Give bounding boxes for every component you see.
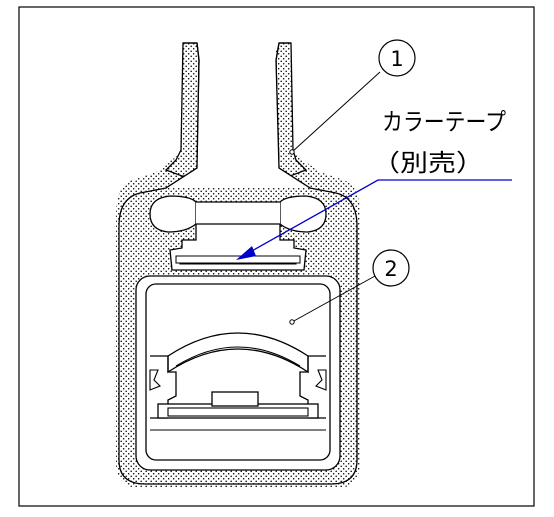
tape-label-line2: （別売）: [372, 149, 484, 177]
tape-leader: [249, 179, 512, 253]
center-channel: [196, 202, 280, 224]
finger-gap: [166, 43, 310, 188]
left-notch: [149, 369, 161, 391]
right-finger-edge: [275, 42, 311, 189]
leader-1-dot: [289, 149, 295, 155]
leader-1: [291, 71, 381, 153]
leader-2: [291, 275, 376, 323]
tape-leader-arrow: [236, 246, 256, 260]
frame-border: [18, 6, 535, 507]
right-notch: [315, 369, 327, 391]
callout-1-number: 1: [390, 47, 403, 71]
led-chip: [211, 391, 259, 407]
module-arch-inner: [175, 346, 301, 367]
left-hole: [149, 195, 197, 233]
callout-2-number: 2: [384, 257, 397, 281]
callout-2-circle: [372, 249, 410, 287]
left-finger-edge: [165, 42, 200, 189]
led-board: [167, 407, 309, 417]
tape-label-line1: カラーテープ: [382, 108, 506, 136]
leader-2-dot: [289, 319, 295, 325]
callout-1-circle: [378, 39, 416, 77]
right-hole: [279, 195, 327, 233]
